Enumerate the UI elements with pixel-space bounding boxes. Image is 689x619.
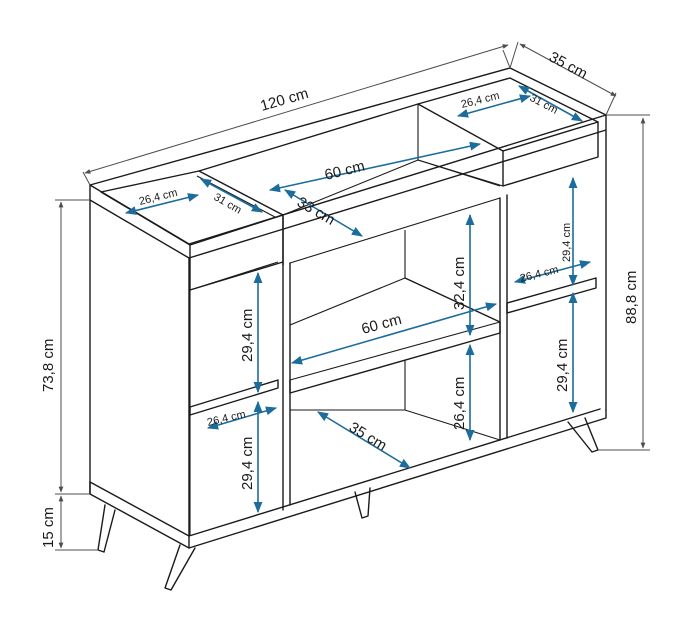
right-shelf-width-label: 26,4 cm <box>519 264 560 285</box>
left-top-dimensions: 26,4 cm 31 cm <box>124 178 263 217</box>
left-lower-height-label: 29,4 cm <box>239 437 256 490</box>
center-lower-height-label: 26,4 cm <box>451 377 468 430</box>
body-height-dimension: 73,8 cm <box>40 199 90 495</box>
center-shelf-width-label: 60 cm <box>360 311 404 338</box>
leg-height-dimension: 15 cm <box>40 495 98 551</box>
center-bottom-depth-label: 35 cm <box>346 419 390 455</box>
depth-label: 35 cm <box>546 49 590 83</box>
right-top-depth-label: 31 cm <box>528 92 560 117</box>
right-upper-height-label: 29,4 cm <box>561 223 573 262</box>
right-top-width-label: 26,4 cm <box>460 90 501 111</box>
left-upper-height-label: 29,4 cm <box>239 309 256 362</box>
body-height-label: 73,8 cm <box>40 339 57 392</box>
right-top-dimensions: 26,4 cm 31 cm <box>456 85 583 122</box>
sideboard-outline <box>89 67 607 591</box>
overall-width-label: 120 cm <box>258 85 310 115</box>
center-upper-height-label: 32,4 cm <box>451 257 468 310</box>
top-center-width-label: 60 cm <box>323 158 367 184</box>
leg-height-label: 15 cm <box>40 507 57 548</box>
left-top-depth-label: 31 cm <box>212 191 244 216</box>
total-height-dimension: 88,8 cm <box>598 114 650 451</box>
right-lower-height-label: 29,4 cm <box>554 339 571 392</box>
top-center-dimensions: 60 cm 33 cm <box>268 141 482 237</box>
total-height-label: 88,8 cm <box>623 271 640 324</box>
left-shelf-width-label: 26,4 cm <box>206 408 247 428</box>
right-column-dimensions: 29,4 cm 26,4 cm 29,4 cm <box>513 176 592 414</box>
